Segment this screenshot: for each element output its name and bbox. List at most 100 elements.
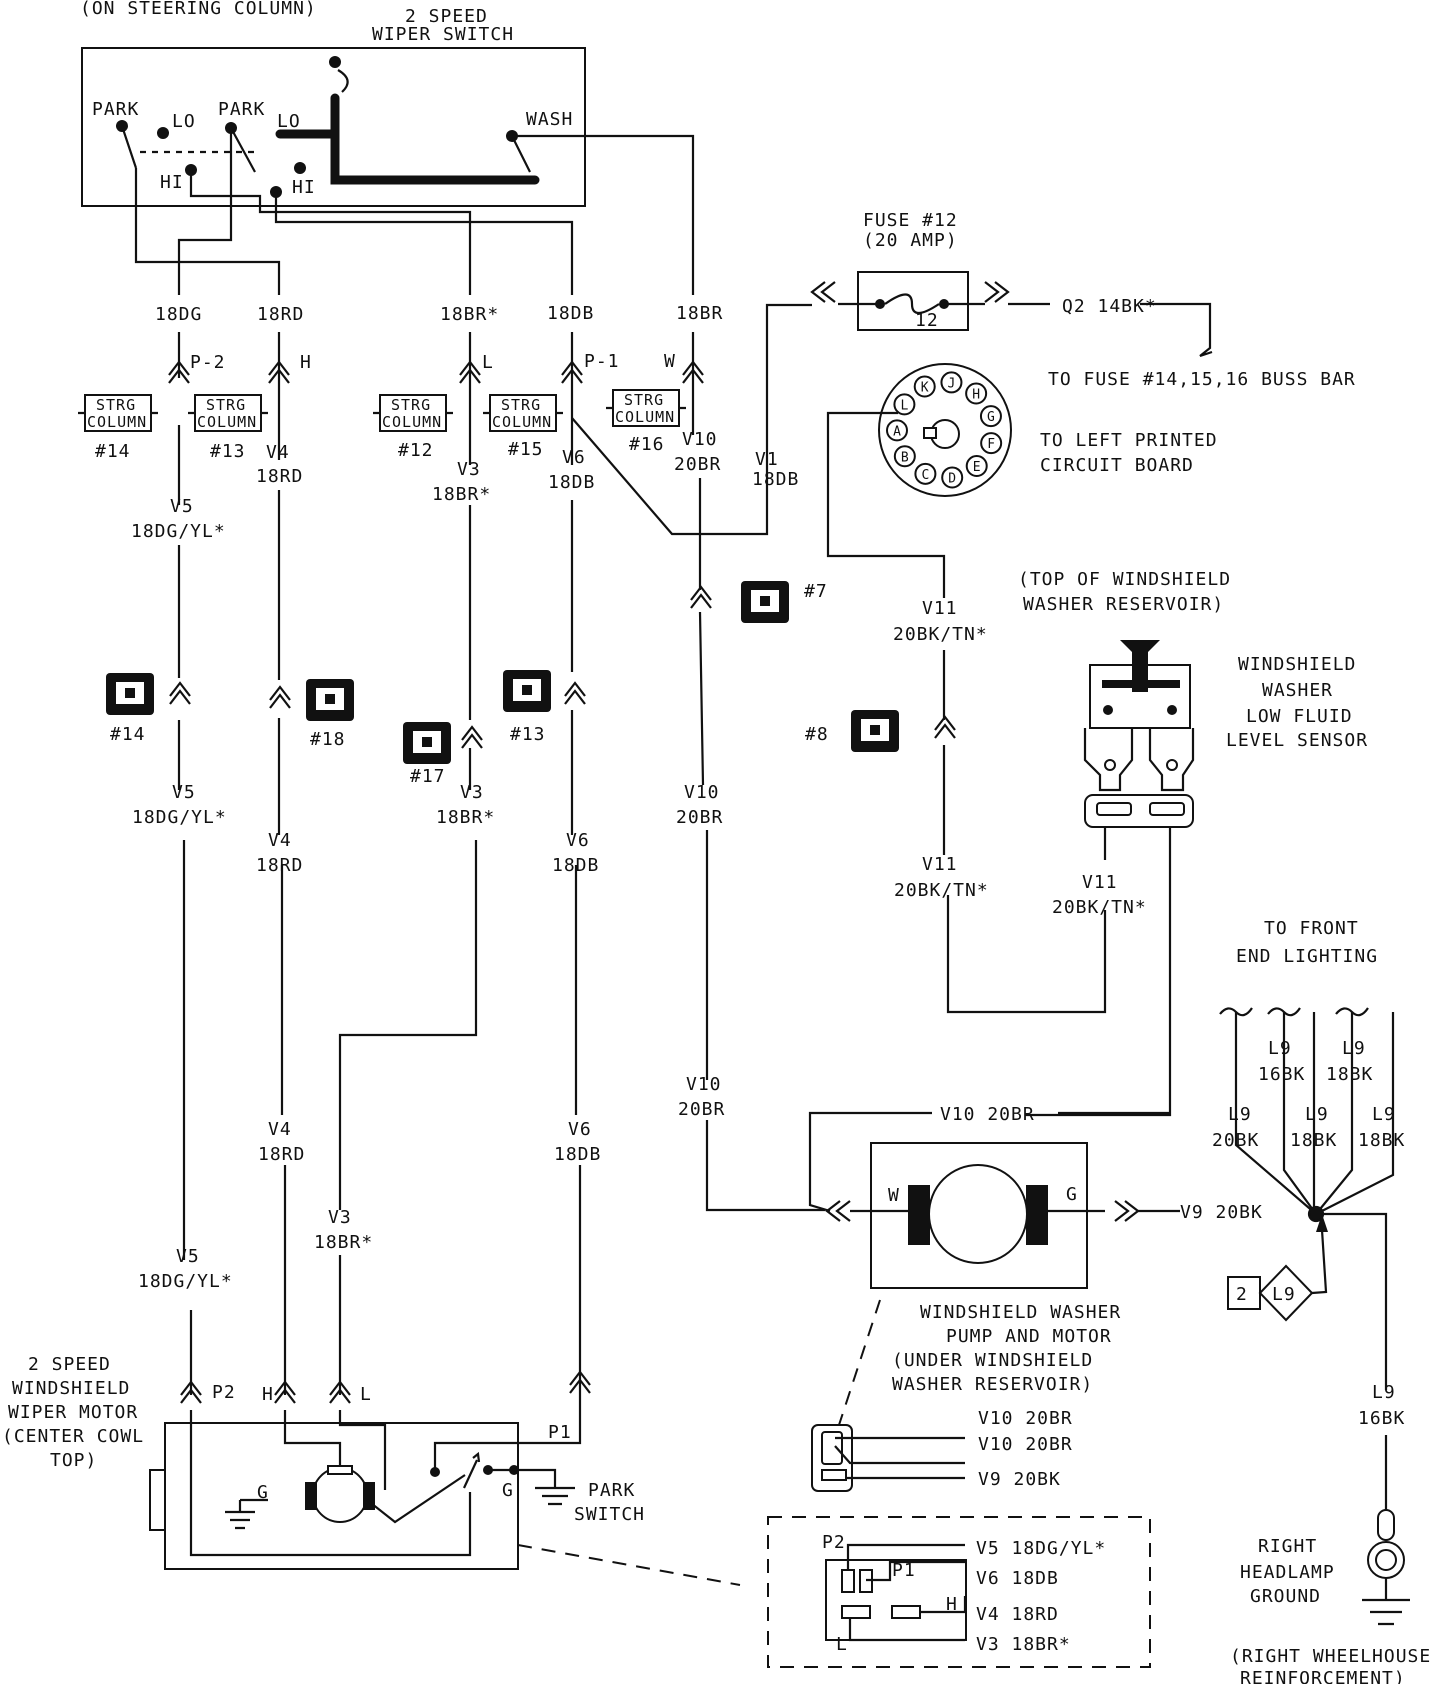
wire-l9-18bk-b-gauge: 18BK <box>1290 1130 1337 1151</box>
wire-label-18rd: 18RD <box>257 304 304 325</box>
ground-label-3: GROUND <box>1250 1586 1321 1607</box>
ground-label-1: RIGHT <box>1258 1536 1317 1557</box>
svg-text:COLUMN: COLUMN <box>197 413 257 431</box>
svg-text:#8: #8 <box>805 724 829 745</box>
pcb-pin <box>965 455 988 478</box>
front-lighting-wires <box>1219 1007 1395 1520</box>
pcb-pin-label: F <box>987 437 995 452</box>
wiper-motor-label-4: (CENTER COWL <box>2 1426 144 1447</box>
reservoir-label-2: WASHER RESERVOIR) <box>1023 594 1224 615</box>
switch-lo-label-1: LO <box>172 111 196 132</box>
pcb-label-2: CIRCUIT BOARD <box>1040 455 1194 476</box>
connector-icon-17: #17 <box>403 722 451 787</box>
wiper-motor-label-3: WIPER MOTOR <box>8 1402 138 1423</box>
pump-connector-leader <box>837 1299 881 1429</box>
main-wires <box>177 332 825 1395</box>
svg-text:#18: #18 <box>310 729 346 750</box>
svg-text:12: 12 <box>915 310 939 331</box>
pcb-pin-label: J <box>948 376 956 391</box>
q2-wire <box>1008 302 1213 358</box>
wire-v6-c-gauge: 18DB <box>554 1144 601 1165</box>
ground-symbol <box>1362 1509 1410 1626</box>
wire-l9-16bk-b-gauge: 16BK <box>1358 1408 1405 1429</box>
svg-text:2: 2 <box>1236 1284 1248 1305</box>
wire-v4-a: V4 <box>266 442 290 463</box>
pin-l-top: L <box>482 352 494 373</box>
front-lighting-label-1: TO FRONT <box>1264 918 1359 939</box>
wire-v10-c-gauge: 20BR <box>678 1099 725 1120</box>
wire-l9-18bk-c-gauge: 18BK <box>1358 1130 1405 1151</box>
wire-v4-b-gauge: 18RD <box>256 855 303 876</box>
connector-icon-7: #7 <box>741 581 827 623</box>
pin-h-top: H <box>300 352 312 373</box>
connector-icon-13: #13 <box>503 670 551 745</box>
svg-text:COLUMN: COLUMN <box>615 408 675 426</box>
wire-v5-a: V5 <box>170 496 194 517</box>
switch-hi-label-1: HI <box>160 172 184 193</box>
pcb-pin-label: B <box>901 450 909 465</box>
ground-label-5: REINFORCEMENT) <box>1240 1668 1406 1684</box>
pcb-label-1: TO LEFT PRINTED <box>1040 430 1218 451</box>
pcb-pin-label: D <box>948 471 956 486</box>
motor-pin-l: L <box>360 1384 372 1405</box>
wiper-switch-title-2: WIPER SWITCH <box>372 24 514 45</box>
switch-output-wires <box>134 128 695 295</box>
wire-l9-16bk-a: L9 <box>1268 1038 1292 1059</box>
wire-v10-c: V10 <box>686 1074 722 1095</box>
wire-v11-c: V11 <box>1082 872 1118 893</box>
wire-v1-path <box>571 303 812 536</box>
wire-l9-18bk-b: L9 <box>1305 1104 1329 1125</box>
wire-v11-a: V11 <box>922 598 958 619</box>
wire-v11-a-gauge: 20BK/TN* <box>893 624 988 645</box>
strg-column-16: STRG COLUMN #16 <box>606 389 686 455</box>
pin-p2-top: P-2 <box>190 352 226 373</box>
pcb-pin <box>980 432 1003 455</box>
connector-arrows <box>168 281 1140 1404</box>
svg-text:#14: #14 <box>110 724 146 745</box>
wire-label-18br-star: 18BR* <box>440 304 499 325</box>
pump-motor: W G <box>850 1142 1180 1289</box>
wire-l9-16bk-b: L9 <box>1372 1382 1396 1403</box>
ground-label-2: HEADLAMP <box>1240 1562 1335 1583</box>
switch-wash-label: WASH <box>526 109 573 130</box>
wire-label-18br: 18BR <box>676 303 723 324</box>
wire-v6-a-gauge: 18DB <box>548 472 595 493</box>
svg-text:STRG: STRG <box>501 396 541 414</box>
pin-w-top: W <box>664 351 676 372</box>
pcb-pin-label: K <box>921 380 929 395</box>
switch-lo-label-2: LO <box>277 111 301 132</box>
switch-park-label-2: PARK <box>218 99 265 120</box>
svg-text:COLUMN: COLUMN <box>492 413 552 431</box>
svg-text:STRG: STRG <box>96 396 136 414</box>
fuse-buss-label: TO FUSE #14,15,16 BUSS BAR <box>1048 369 1356 390</box>
wire-v4-c-gauge: 18RD <box>258 1144 305 1165</box>
wiper-motor-label-1: 2 SPEED <box>28 1354 111 1375</box>
pcb-pin-label: C <box>921 468 929 483</box>
svg-text:#13: #13 <box>510 724 546 745</box>
v10-20br-loop <box>808 1111 1170 1213</box>
wire-v4-c: V4 <box>268 1119 292 1140</box>
pcb-pin <box>886 419 909 442</box>
wire-v10-20br: V10 20BR <box>940 1104 1035 1125</box>
pump-pin-2: V10 20BR <box>978 1434 1073 1455</box>
svg-text:W: W <box>888 1185 900 1206</box>
motor-connector-detail <box>767 1516 1151 1668</box>
svg-text:#12: #12 <box>398 440 434 461</box>
pcb-pin-label: L <box>901 398 909 413</box>
pcb-pin <box>940 371 963 394</box>
wire-v3-a: V3 <box>457 459 481 480</box>
conn-pin-l: L <box>836 1634 848 1655</box>
wire-v4-b: V4 <box>268 830 292 851</box>
svg-text:G: G <box>1066 1184 1078 1205</box>
pump-pin-1: V10 20BR <box>978 1408 1073 1429</box>
pcb-pin <box>913 375 936 398</box>
wire-label-18db: 18DB <box>547 303 594 324</box>
pcb-pin-label: A <box>893 424 901 439</box>
motor-pin-h: H <box>262 1384 274 1405</box>
conn-pin-p1: P1 <box>892 1560 916 1581</box>
wire-v9: V9 20BK <box>1180 1202 1263 1223</box>
wire-v10-b: V10 <box>684 782 720 803</box>
wire-l9-16bk-a-gauge: 16BK <box>1258 1064 1305 1085</box>
svg-text:#16: #16 <box>629 434 665 455</box>
